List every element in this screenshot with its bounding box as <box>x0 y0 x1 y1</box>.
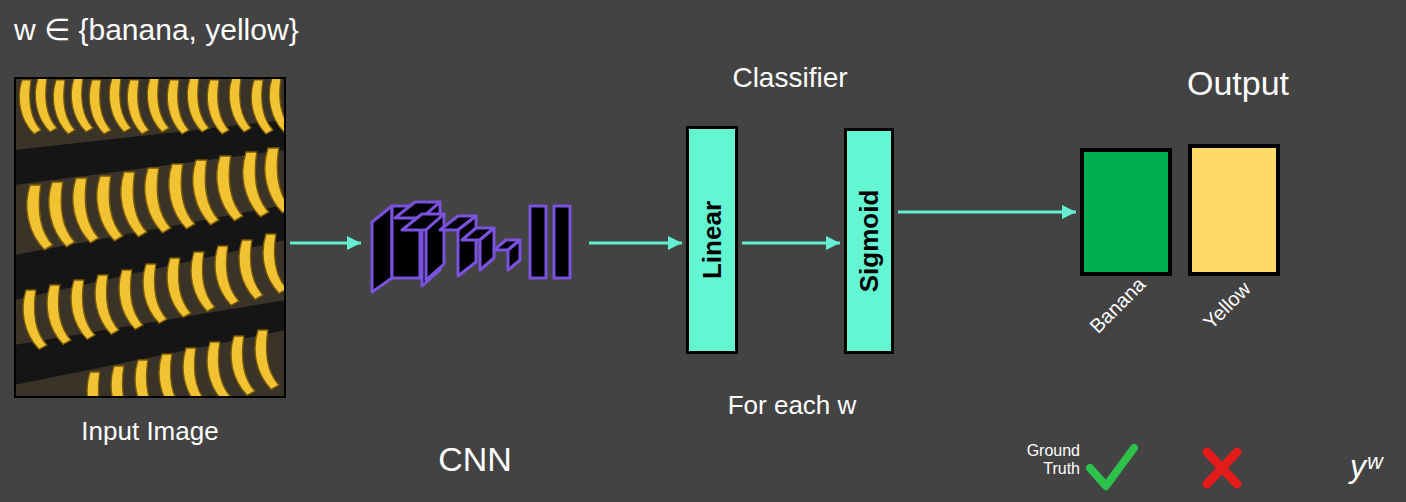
cnn-block: CNN <box>365 195 585 295</box>
target-symbol: yʷ <box>1350 448 1382 485</box>
node-text: Input Image <box>81 416 218 447</box>
input-image: Input Image <box>14 77 286 398</box>
linear-layer: Linear <box>686 126 738 354</box>
legend-note: Ground Truth <box>1000 442 1080 477</box>
word-set: w ∈ {banana, yellow} <box>14 12 299 47</box>
node-text: Linear <box>697 201 728 279</box>
flow-arrow <box>589 242 682 245</box>
stage-note: For each w <box>728 390 857 421</box>
node-text: CNN <box>438 440 512 479</box>
output-box: Yellow <box>1188 144 1280 276</box>
node-text: Yellow <box>1199 277 1256 334</box>
flow-arrow <box>742 242 840 245</box>
stage-title: Output <box>1187 64 1289 103</box>
flow-arrow <box>898 211 1076 214</box>
output-box: Banana <box>1080 148 1172 276</box>
sigmoid-layer: Sigmoid <box>844 128 894 354</box>
node-text: Sigmoid <box>854 190 885 293</box>
flow-arrow <box>290 242 361 245</box>
node-text: Banana <box>1085 273 1150 338</box>
check-mark <box>1090 448 1134 486</box>
cross-mark <box>1207 452 1237 484</box>
stage-title: Classifier <box>732 62 847 94</box>
